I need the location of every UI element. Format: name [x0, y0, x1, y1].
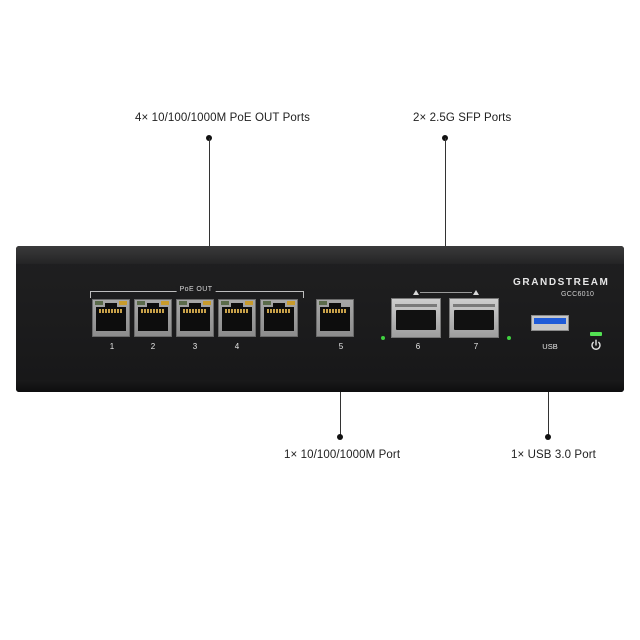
link-led [319, 301, 327, 305]
sfp-arrow-icon [413, 290, 419, 295]
sfp-7-status-led [507, 336, 511, 340]
rj45-port-1[interactable] [92, 299, 130, 337]
callout-poe-ports: 4× 10/100/1000M PoE OUT Ports [135, 112, 310, 124]
usb-tongue [534, 318, 566, 324]
callout-sfp-ports: 2× 2.5G SFP Ports [413, 112, 512, 124]
poe-led [203, 301, 211, 305]
brand-logo: GRANDSTREAM [513, 277, 610, 288]
leader-line-ge [340, 352, 341, 436]
port-pins [183, 309, 207, 313]
rj45-port-extra[interactable] [260, 299, 298, 337]
port-number-1: 1 [109, 342, 115, 351]
poe-out-label: PoE OUT [176, 286, 216, 293]
port-number-6: 6 [415, 342, 421, 351]
port-pins [225, 309, 249, 313]
rj45-port-2[interactable] [134, 299, 172, 337]
sfp-slot [396, 310, 436, 330]
callout-ge-port: 1× 10/100/1000M Port [284, 449, 401, 461]
port-number-4: 4 [234, 342, 240, 351]
sfp-rail [453, 304, 495, 307]
rj45-port-3[interactable] [176, 299, 214, 337]
sfp-slot [454, 310, 494, 330]
link-led [95, 301, 103, 305]
sfp-group-line [420, 292, 472, 293]
port-number-5: 5 [338, 342, 344, 351]
port-number-2: 2 [150, 342, 156, 351]
leader-line-sfp [445, 138, 446, 290]
poe-led [161, 301, 169, 305]
sfp-port-7[interactable] [449, 298, 499, 338]
sfp-port-6[interactable] [391, 298, 441, 338]
model-label: GCC6010 [561, 291, 595, 298]
leader-line-usb [548, 352, 549, 436]
link-led [263, 301, 271, 305]
power-led [590, 332, 602, 336]
switch-chassis-top [16, 246, 624, 264]
link-led [221, 301, 229, 305]
link-led [179, 301, 187, 305]
callout-usb-port: 1× USB 3.0 Port [511, 449, 596, 461]
poe-led [119, 301, 127, 305]
port-pins [99, 309, 123, 313]
sfp-arrow-icon [473, 290, 479, 295]
power-icon[interactable] [590, 339, 602, 351]
switch-chassis-bottom [16, 380, 624, 392]
usb-label: USB [542, 342, 558, 351]
leader-dot-ge [337, 434, 343, 440]
sfp-cage [386, 295, 502, 339]
leader-dot-usb [545, 434, 551, 440]
port-pins [323, 309, 347, 313]
sfp-6-status-led [381, 336, 385, 340]
port-number-7: 7 [473, 342, 479, 351]
port-pins [141, 309, 165, 313]
sfp-rail [395, 304, 437, 307]
port-pins [267, 309, 291, 313]
leader-line-poe [209, 138, 210, 291]
rj45-port-4[interactable] [218, 299, 256, 337]
poe-led [245, 301, 253, 305]
usb-port[interactable] [531, 315, 569, 331]
rj45-port-5[interactable] [316, 299, 354, 337]
link-led [137, 301, 145, 305]
port-number-3: 3 [192, 342, 198, 351]
poe-led [287, 301, 295, 305]
